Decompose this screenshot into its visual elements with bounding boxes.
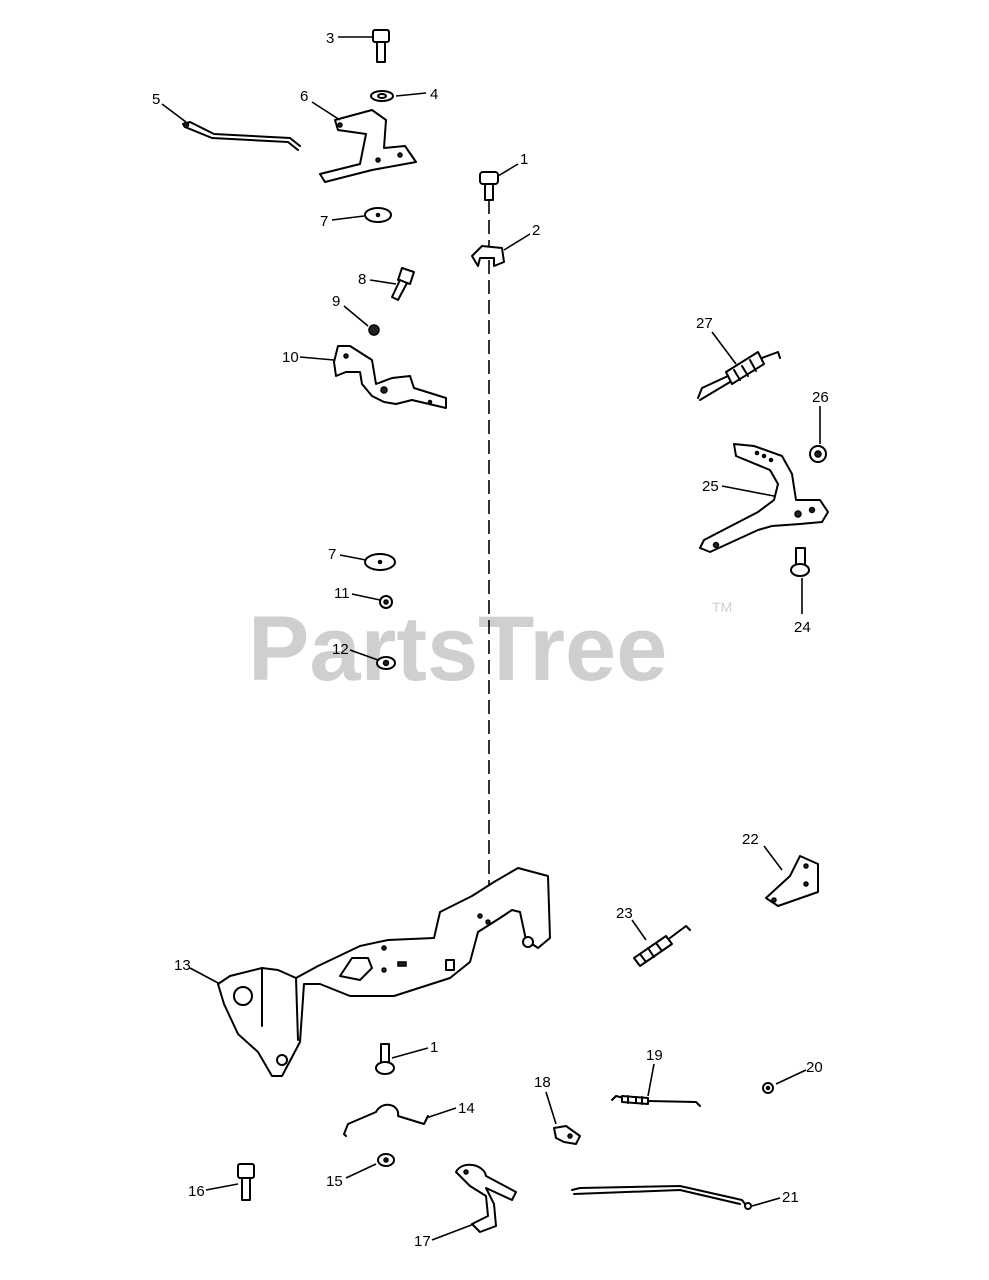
callout-19: 19 bbox=[646, 1047, 663, 1064]
part-20-nut[interactable] bbox=[762, 1082, 774, 1094]
part-1-screw-lower[interactable] bbox=[375, 1043, 395, 1075]
part-14-torsion-spring[interactable] bbox=[343, 1103, 429, 1137]
part-8-bolt[interactable] bbox=[391, 267, 415, 301]
callout-1-lower: 1 bbox=[430, 1039, 438, 1056]
watermark-trademark: TM bbox=[712, 599, 732, 615]
part-11-nut[interactable] bbox=[379, 595, 393, 609]
callout-3: 3 bbox=[326, 30, 334, 47]
part-6-control-bracket[interactable] bbox=[319, 109, 417, 183]
part-18-cable-clip[interactable] bbox=[553, 1125, 581, 1145]
callout-2: 2 bbox=[532, 222, 540, 239]
callout-10: 10 bbox=[282, 349, 299, 366]
part-19-spring[interactable] bbox=[611, 1095, 701, 1107]
callout-1-upper: 1 bbox=[520, 151, 528, 168]
callout-21: 21 bbox=[782, 1189, 799, 1206]
part-23-spring[interactable] bbox=[633, 925, 691, 967]
part-9-nut[interactable] bbox=[368, 324, 380, 336]
part-13-control-plate[interactable] bbox=[217, 867, 551, 1077]
part-12-flange-nut[interactable] bbox=[376, 656, 396, 670]
leader-lines bbox=[161, 36, 821, 1241]
callout-7-upper: 7 bbox=[320, 213, 328, 230]
callout-25: 25 bbox=[702, 478, 719, 495]
callout-12: 12 bbox=[332, 641, 349, 658]
part-1-screw-upper[interactable] bbox=[479, 171, 499, 201]
part-25-control-lever[interactable] bbox=[699, 443, 829, 553]
callout-5: 5 bbox=[152, 91, 160, 108]
part-21-link-rod[interactable] bbox=[571, 1185, 752, 1210]
callout-18: 18 bbox=[534, 1074, 551, 1091]
callout-16: 16 bbox=[188, 1183, 205, 1200]
callout-24: 24 bbox=[794, 619, 811, 636]
part-24-pin[interactable] bbox=[790, 547, 810, 577]
callout-numbers: 3 4 5 6 1 2 7 8 9 10 7 11 12 27 26 25 24… bbox=[152, 30, 829, 1250]
callout-7-lower: 7 bbox=[328, 546, 336, 563]
callout-17: 17 bbox=[414, 1233, 431, 1250]
part-10-governor-lever[interactable] bbox=[333, 345, 447, 409]
callout-4: 4 bbox=[430, 86, 438, 103]
callout-23: 23 bbox=[616, 905, 633, 922]
part-3-bolt[interactable] bbox=[372, 29, 390, 63]
part-5-throttle-rod[interactable] bbox=[182, 121, 301, 151]
callout-9: 9 bbox=[332, 293, 340, 310]
part-27-spring[interactable] bbox=[697, 351, 781, 401]
part-7-washer-upper[interactable] bbox=[364, 207, 392, 223]
callout-6: 6 bbox=[300, 88, 308, 105]
part-7-washer-lower[interactable] bbox=[364, 553, 396, 571]
part-26-nut[interactable] bbox=[809, 445, 827, 463]
callout-27: 27 bbox=[696, 315, 713, 332]
part-17-throttle-bracket[interactable] bbox=[455, 1163, 517, 1233]
watermark-text: PartsTree bbox=[248, 598, 667, 700]
callout-15: 15 bbox=[326, 1173, 343, 1190]
part-2-clip[interactable] bbox=[471, 245, 505, 267]
part-15-nut[interactable] bbox=[377, 1153, 395, 1167]
part-16-bolt[interactable] bbox=[237, 1163, 255, 1201]
callout-20: 20 bbox=[806, 1059, 823, 1076]
callout-13: 13 bbox=[174, 957, 191, 974]
part-4-washer[interactable] bbox=[370, 90, 394, 102]
callout-26: 26 bbox=[812, 389, 829, 406]
callout-14: 14 bbox=[458, 1100, 475, 1117]
callout-8: 8 bbox=[358, 271, 366, 288]
callout-11: 11 bbox=[334, 585, 350, 602]
part-22-bracket[interactable] bbox=[765, 855, 819, 907]
callout-22: 22 bbox=[742, 831, 759, 848]
